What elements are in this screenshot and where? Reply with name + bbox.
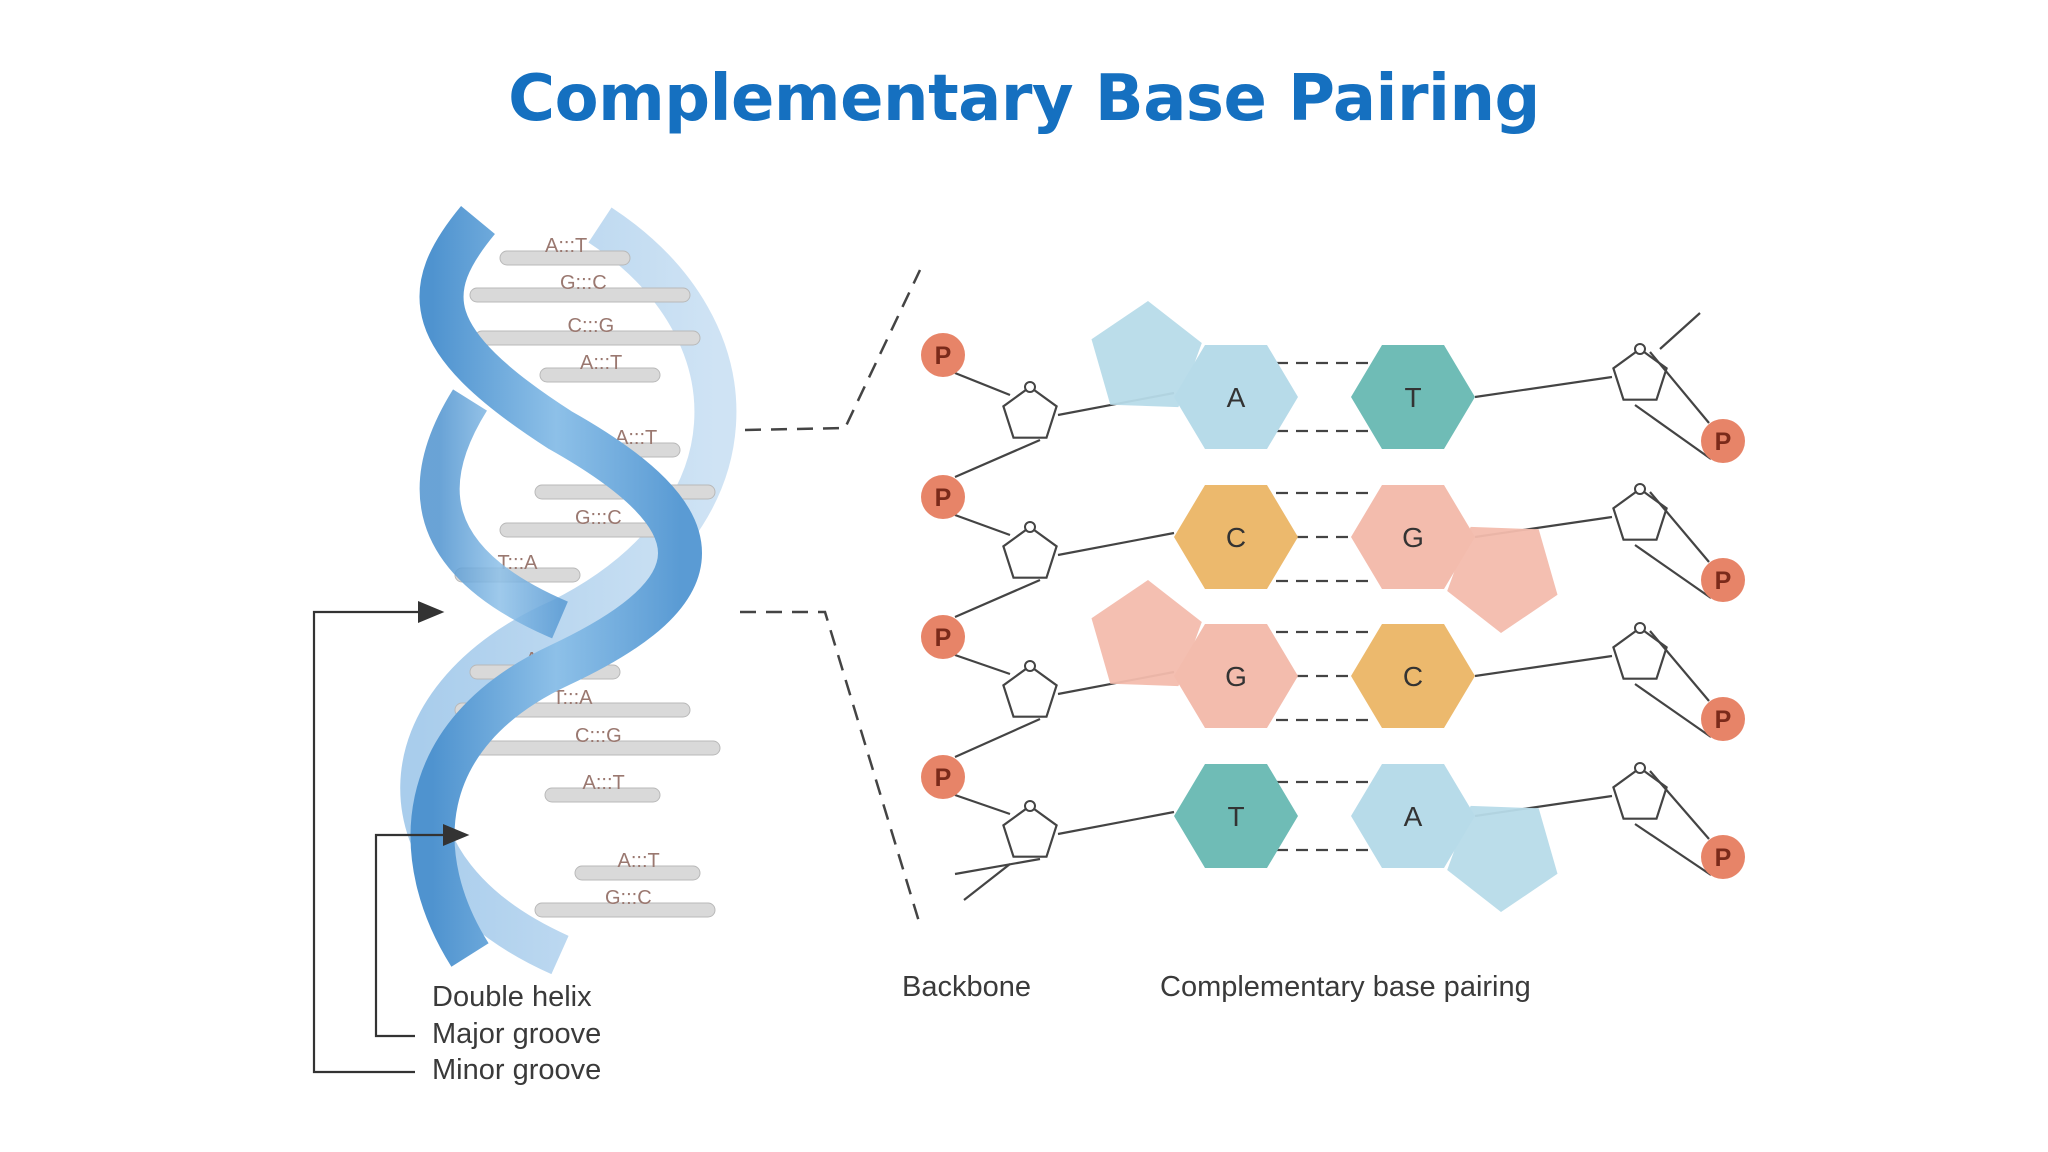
caption-backbone: Backbone — [902, 971, 1031, 1003]
backbone-bond — [1057, 531, 1175, 557]
phosphate-group: P — [921, 475, 965, 519]
phosphate-label: P — [935, 342, 952, 370]
minor-groove-arrow — [312, 601, 445, 1074]
helix-rung: C:::G — [469, 725, 721, 756]
legend-minor-groove: Minor groove — [432, 1054, 601, 1086]
helix-rung-label: A:::T — [615, 427, 657, 449]
helix-rung: A:::T — [539, 352, 661, 383]
phosphate-label: P — [935, 764, 952, 792]
base-label: T — [1227, 801, 1244, 832]
sugar-ring — [1612, 622, 1668, 680]
backbone-bond — [1634, 683, 1712, 738]
helix-rung-label: C:::G — [568, 315, 615, 337]
helix-rung: A:::T — [544, 772, 661, 803]
base-label: C — [1403, 661, 1423, 692]
helix-rung-label: A:::T — [618, 850, 660, 872]
sugar-ring — [1612, 343, 1668, 401]
backbone-bond — [1634, 544, 1712, 599]
helix-rung: G:::C — [534, 887, 716, 918]
caption-complementary: Complementary base pairing — [1160, 971, 1531, 1003]
backbone-bond — [1474, 375, 1613, 399]
backbone-bond — [954, 371, 1011, 397]
phosphate-group: P — [921, 755, 965, 799]
helix-rung-label: G:::C — [575, 507, 622, 529]
base-pairing-panel: A T C G G C T A P P P P P P P P — [921, 301, 1745, 912]
helix-rung-label: A:::T — [583, 772, 625, 794]
helix-front-strand-2 — [419, 389, 568, 639]
backbone-bond — [954, 717, 1041, 759]
base-T: T — [1174, 764, 1298, 868]
backbone-bond — [963, 863, 1011, 901]
base-label: A — [1227, 382, 1246, 413]
phosphate-label: P — [1715, 428, 1732, 456]
backbone-bond — [954, 653, 1011, 676]
phosphate-group: P — [1701, 697, 1745, 741]
backbone-bond — [954, 578, 1041, 619]
base-label: G — [1402, 522, 1424, 553]
phosphate-label: P — [1715, 844, 1732, 872]
helix-rung: G:::C — [469, 272, 691, 303]
legend-double-helix: Double helix — [432, 981, 592, 1013]
backbone-bond — [1634, 823, 1712, 876]
backbone-bond — [954, 793, 1011, 816]
helix-rung-label: G:::C — [605, 887, 652, 909]
phosphate-label: P — [1715, 567, 1732, 595]
base-label: A — [1404, 801, 1423, 832]
base-G: G — [1351, 485, 1558, 633]
helix-rung: A:::T — [499, 235, 631, 266]
helix-rung: C:::G — [474, 315, 701, 346]
sugar-ring — [1612, 762, 1668, 820]
base-C: C — [1351, 624, 1475, 728]
backbone-bond — [1057, 810, 1175, 836]
helix-rung-label: T:::A — [553, 687, 594, 709]
base-C: C — [1174, 485, 1298, 589]
base-T: T — [1351, 345, 1475, 449]
slide-title: Complementary Base Pairing — [508, 62, 1540, 136]
backbone-bond — [1659, 312, 1701, 350]
base-A: A — [1091, 301, 1298, 449]
helix-rung-label: C:::G — [575, 725, 622, 747]
sugar-ring — [1002, 660, 1058, 718]
phosphate-label: P — [1715, 706, 1732, 734]
base-label: G — [1225, 661, 1247, 692]
phosphate-group: P — [1701, 558, 1745, 602]
phosphate-group: P — [921, 333, 965, 377]
phosphate-label: P — [935, 624, 952, 652]
helix-rung: A:::T — [574, 850, 701, 881]
helix-legend-arrows — [312, 601, 470, 1074]
backbone-bond — [1634, 404, 1712, 460]
helix-front-strand — [410, 205, 702, 967]
base-A: A — [1351, 764, 1558, 912]
base-G: G — [1091, 580, 1298, 728]
helix-rung: G:::C — [499, 507, 691, 538]
sugar-ring — [1002, 800, 1058, 858]
double-helix-illustration: A:::TG:::CC:::GA:::TA:::TC:::GG:::CT:::A… — [400, 205, 737, 975]
helix-rung-label: G:::C — [560, 272, 607, 294]
legend-major-groove: Major groove — [432, 1018, 601, 1050]
helix-rung-label: A:::T — [545, 235, 587, 257]
phosphate-group: P — [921, 615, 965, 659]
backbone-bond — [954, 857, 1041, 876]
sugar-ring — [1002, 381, 1058, 439]
major-groove-arrow — [374, 824, 470, 1038]
backbone-bond — [1474, 654, 1613, 678]
helix-rung-label: A:::T — [580, 352, 622, 374]
sugar-ring — [1612, 483, 1668, 541]
zoom-lines — [740, 269, 922, 926]
phosphate-group: P — [1701, 835, 1745, 879]
backbone-bond — [954, 513, 1011, 537]
phosphate-group: P — [1701, 419, 1745, 463]
base-label: T — [1404, 382, 1421, 413]
sugar-ring — [1002, 521, 1058, 579]
backbone-bond — [954, 438, 1041, 479]
base-label: C — [1226, 522, 1246, 553]
phosphate-label: P — [935, 484, 952, 512]
